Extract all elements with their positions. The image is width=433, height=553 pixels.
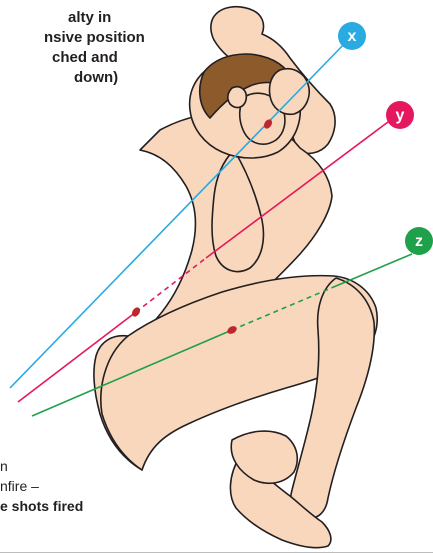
hand-right <box>269 69 309 115</box>
caption-bottom-line-3: e shots fired <box>0 496 170 516</box>
caption-bottom-line-2: nfire – <box>0 476 170 496</box>
caption-bottom-line-1: n <box>0 456 170 476</box>
axis-y-label: y <box>396 107 405 124</box>
axis-y-badge: y <box>386 101 414 129</box>
axis-x-label: x <box>348 28 357 45</box>
caption-bottom: n nfire – e shots fired <box>0 456 170 516</box>
axis-z-badge: z <box>405 227 433 255</box>
wound-marker-y <box>130 306 141 318</box>
axis-z-label: z <box>415 233 423 250</box>
axis-x-badge: x <box>338 22 366 50</box>
ear <box>228 87 246 108</box>
